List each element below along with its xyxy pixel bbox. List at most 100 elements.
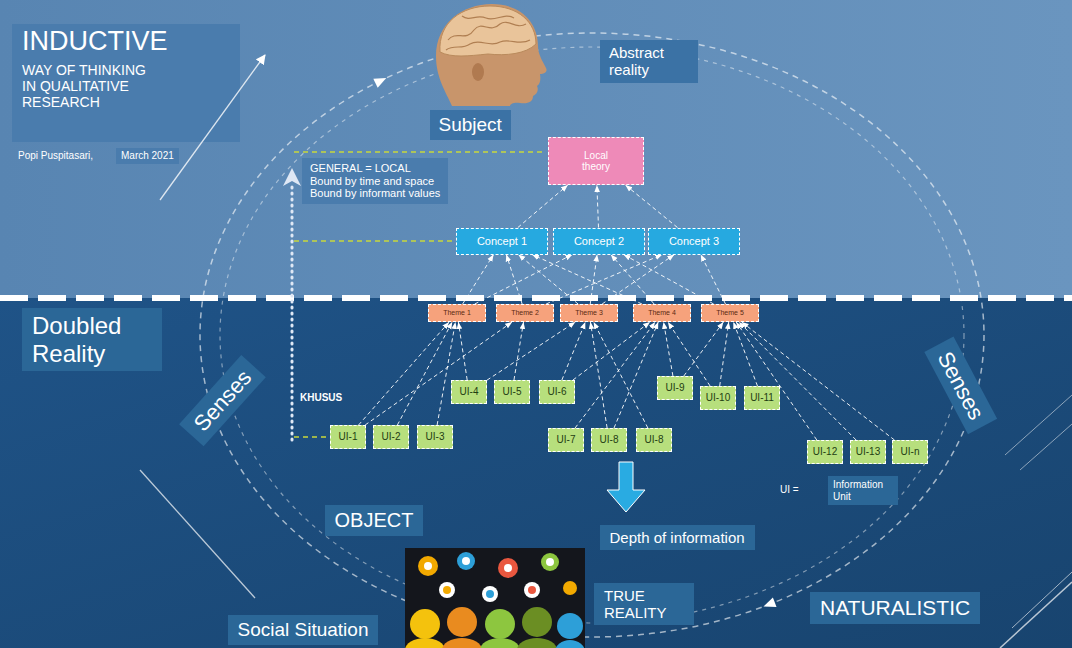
node-text: UI-6 <box>548 386 567 398</box>
connector <box>720 322 729 386</box>
node-text: Subject <box>439 114 502 136</box>
note-box: GENERAL = LOCALBound by time and spaceBo… <box>302 158 448 204</box>
leader-line <box>294 240 453 242</box>
connector <box>458 322 467 380</box>
label-box: Doubled Reality <box>22 308 162 371</box>
person-body <box>555 640 585 648</box>
connector <box>742 322 895 440</box>
subtitle-wrap: WAY OF THINKING IN QUALITATIVE RESEARCH <box>22 62 162 110</box>
connector <box>518 255 578 305</box>
node-text: UI-11 <box>750 392 774 404</box>
connector <box>590 322 607 428</box>
person-head <box>410 609 440 639</box>
idea-bubble <box>462 557 470 565</box>
node-text: UI-3 <box>426 431 445 443</box>
ear <box>472 63 484 81</box>
information-unit-box: UI-9 <box>657 376 693 400</box>
node-text: Bound by informant values <box>310 187 440 200</box>
leader-line <box>294 151 546 153</box>
node-text: Theme 1 <box>443 309 471 317</box>
node-text: Senses <box>932 347 989 424</box>
information-unit-box: UI-6 <box>539 380 575 404</box>
concept-box: Concept 3 <box>648 228 740 255</box>
connector <box>359 322 450 425</box>
upper-band <box>0 0 1072 298</box>
idea-bubble <box>482 586 498 602</box>
diagonal-line <box>1000 582 1072 648</box>
brain <box>440 6 536 56</box>
label-box: NATURALISTIC <box>810 592 980 624</box>
node-text: Concept 1 <box>477 235 527 248</box>
subtitle: WAY OF THINKING IN QUALITATIVE RESEARCH <box>22 62 162 110</box>
node-text: UI-1 <box>339 431 358 443</box>
node-text: UI-10 <box>706 392 730 404</box>
legend-text: Information Unit <box>833 479 893 502</box>
leader-line <box>294 436 327 438</box>
idea-bubble <box>504 564 512 572</box>
connector-group <box>359 185 895 440</box>
idea-bubble <box>546 558 554 566</box>
idea-bubble <box>528 586 536 594</box>
node-text: UI-8 <box>600 434 619 446</box>
information-unit-box: UI-10 <box>700 386 736 410</box>
node-text: UI-5 <box>503 386 522 398</box>
connector <box>575 322 655 428</box>
node-text: UI-8 <box>645 434 664 446</box>
connector <box>664 322 673 376</box>
node-text: UI-4 <box>460 386 479 398</box>
person-head <box>557 613 583 639</box>
node-text: Social Situation <box>238 619 369 641</box>
lower-band <box>0 298 1072 648</box>
idea-bubble <box>418 556 438 576</box>
cycle-outer <box>200 33 984 637</box>
cycle-inner <box>220 47 964 623</box>
node-text: Theme 5 <box>716 309 744 317</box>
author-name-wrap: Popi Puspitasari, <box>18 150 93 162</box>
node-text: Concept 3 <box>669 235 719 248</box>
node-text: Depth of information <box>610 529 745 546</box>
node-text: Local theory <box>576 150 616 173</box>
crowd-ground <box>405 548 585 648</box>
theme-box: Theme 1 <box>428 304 486 322</box>
label-box: TRUE REALITY <box>594 583 694 626</box>
label-box: Social Situation <box>228 615 379 645</box>
idea-bubble <box>498 558 518 578</box>
idea-bubble <box>563 581 577 595</box>
level-label-wrap: KHUSUS <box>300 392 342 404</box>
level-label: KHUSUS <box>300 392 342 404</box>
connector <box>701 255 726 305</box>
connector <box>532 255 642 305</box>
node-text: Theme 2 <box>511 309 539 317</box>
information-unit-box: UI-13 <box>850 440 886 464</box>
label-box: OBJECT <box>325 505 424 536</box>
brain-fold <box>462 16 514 19</box>
legend-text-wrap: Information Unit <box>828 476 898 505</box>
node-text: Doubled Reality <box>32 312 152 367</box>
connector <box>597 185 599 228</box>
node-text: UI-12 <box>813 446 837 458</box>
label-box: Senses <box>179 354 266 446</box>
idea-bubble <box>443 586 451 594</box>
brain-head <box>436 4 547 106</box>
node-text: UI-n <box>901 446 920 458</box>
connector <box>518 185 568 228</box>
legend-key: UI = <box>780 484 799 496</box>
cycle-arrow <box>373 78 386 88</box>
person-body <box>442 638 482 648</box>
down-arrow <box>607 462 645 512</box>
cycle-arrow <box>764 598 777 607</box>
node-text: Concept 2 <box>574 235 624 248</box>
theme-box: Theme 5 <box>701 304 759 322</box>
node-text: UI-7 <box>557 434 576 446</box>
node-text: TRUE REALITY <box>604 587 684 622</box>
information-unit-box: UI-2 <box>373 425 409 449</box>
brain-fold <box>448 22 526 40</box>
label-box: Subject <box>430 110 511 140</box>
concept-box: Concept 1 <box>456 228 548 255</box>
idea-bubble <box>524 582 540 598</box>
idea-bubble <box>486 590 494 598</box>
connector <box>437 322 455 425</box>
person-head <box>447 607 477 637</box>
connector <box>590 255 597 305</box>
